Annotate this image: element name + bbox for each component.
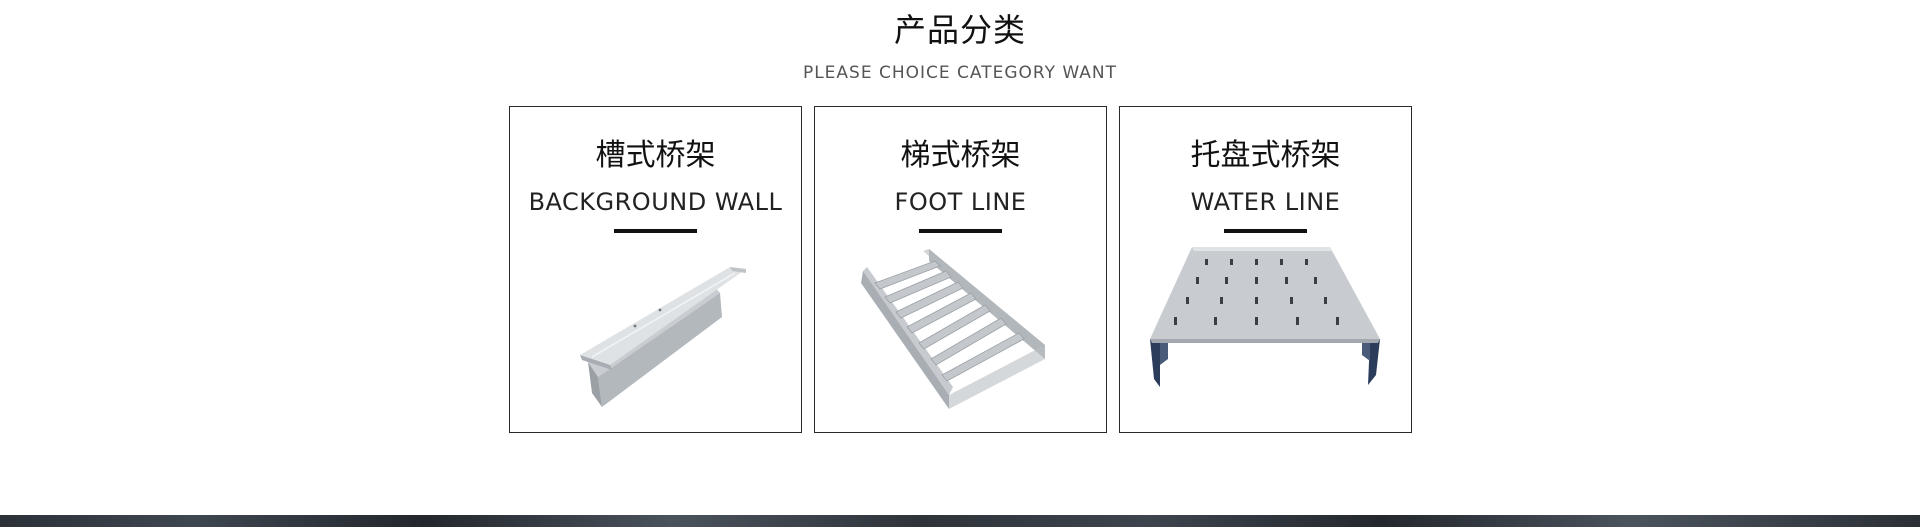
perforated-tray-cable-tray-image [1150,247,1380,387]
category-divider [1224,229,1307,233]
category-title: 槽式桥架 [595,138,716,173]
category-subtitle: FOOT LINE [894,188,1027,216]
category-cards: 槽式桥架 BACKGROUND WALL 梯式桥架 FO [509,106,1413,433]
category-divider [614,229,697,233]
section-title: 产品分类 [893,11,1026,49]
category-card-tray[interactable]: 托盘式桥架 WATER LINE [1119,106,1412,433]
category-title: 托盘式桥架 [1190,138,1341,173]
category-title: 梯式桥架 [900,138,1021,173]
category-card-trough[interactable]: 槽式桥架 BACKGROUND WALL [509,106,802,433]
trough-cable-tray-image [580,267,746,407]
category-subtitle: WATER LINE [1190,188,1341,216]
category-subtitle: BACKGROUND WALL [528,188,783,216]
ladder-cable-tray-image [861,249,1045,409]
section-subtitle: PLEASE CHOICE CATEGORY WANT [802,63,1118,83]
bottom-banner-strip [0,515,1920,527]
category-divider [919,229,1002,233]
category-card-ladder[interactable]: 梯式桥架 FOOT LINE [814,106,1107,433]
